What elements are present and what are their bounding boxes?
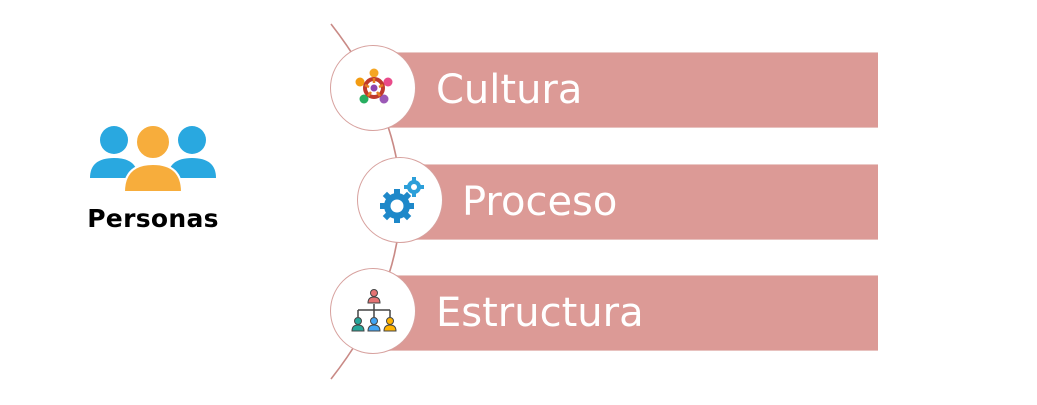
bubble-proceso (357, 157, 443, 243)
bar-cultura: Cultura (374, 53, 878, 127)
bar-label-cultura: Cultura (436, 67, 583, 113)
bar-proceso: Proceso (402, 165, 878, 239)
personas-block: Personas (78, 118, 228, 248)
team-circle-icon (355, 68, 393, 104)
bubble-estructura (330, 268, 416, 354)
bar-estructura: Estructura (374, 276, 878, 350)
personas-label: Personas (87, 204, 219, 233)
gears-icon (380, 177, 424, 223)
people-group-icon (90, 124, 216, 193)
bar-label-estructura: Estructura (436, 290, 644, 336)
org-chart-icon (351, 289, 397, 332)
bar-label-proceso: Proceso (462, 179, 618, 225)
bubble-cultura (330, 45, 416, 131)
